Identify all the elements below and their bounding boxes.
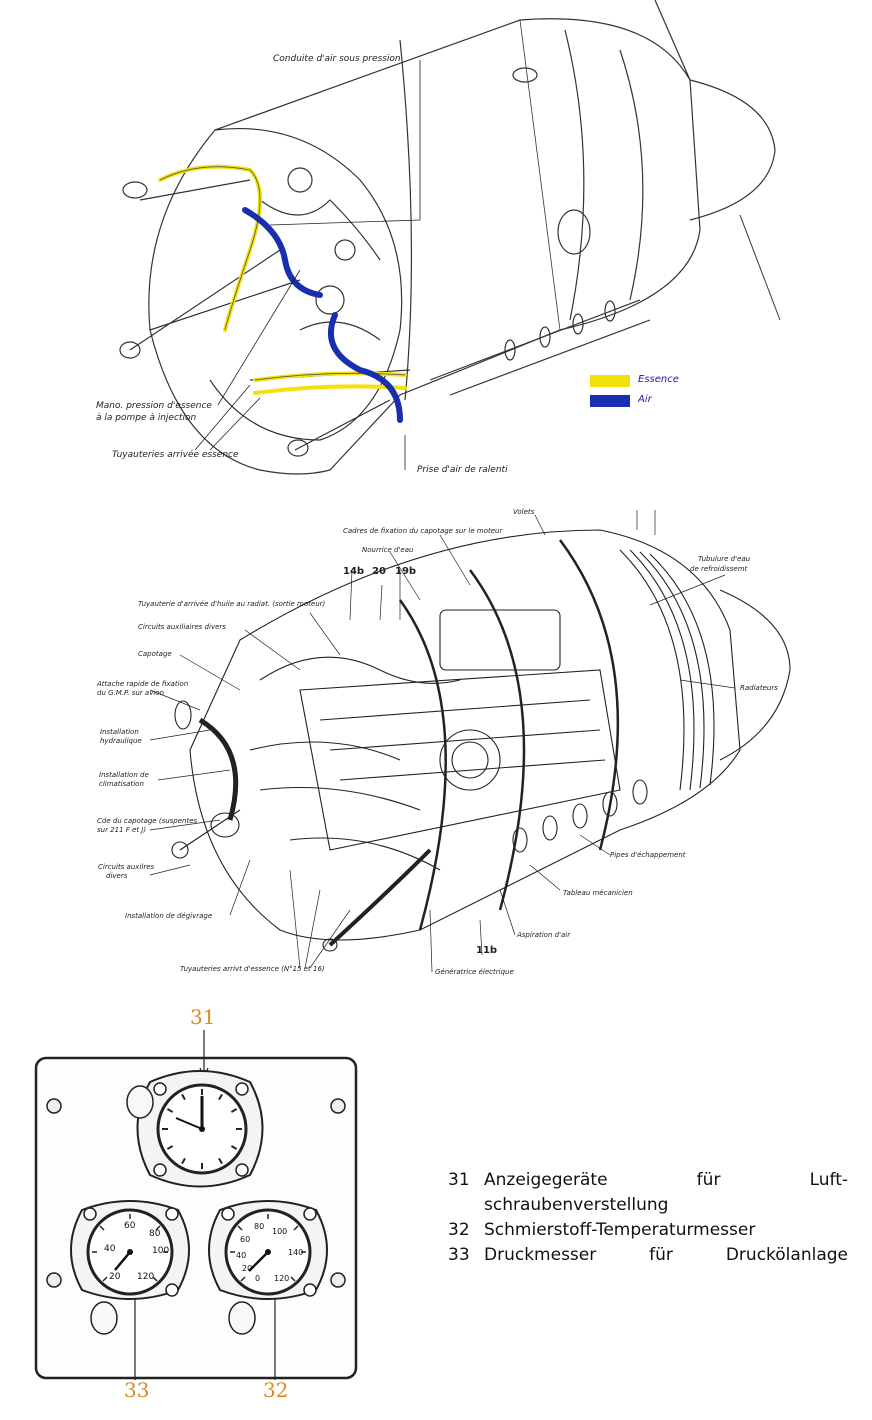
label-tubulure: Tubulure d'eau [698, 555, 751, 563]
callout-31: 31 [190, 1005, 216, 1029]
label-pipes: Pipes d'échappement [610, 851, 686, 859]
pressure-scale-80: 80 [254, 1222, 265, 1231]
pressure-scale-100: 100 [272, 1227, 288, 1236]
label-aspiration: Aspiration d'air [517, 931, 571, 939]
label-tuyauterie-huile: Tuyauterie d'arrivée d'huile au radiat. … [138, 600, 326, 608]
label-installation-clim-2: climatisation [99, 780, 144, 788]
label-cadres: Cadres de fixation du capotage sur le mo… [343, 527, 503, 535]
temp-scale-100: 100 [152, 1246, 170, 1256]
label-radiateurs: Radiateurs [740, 684, 778, 692]
label-cde-capotage: Cde du capotage (suspentes [97, 817, 198, 825]
german-legend-list: 31 Anzeigegeräte für Luft- schraubenvers… [448, 1168, 848, 1268]
temp-scale-40: 40 [104, 1244, 116, 1254]
pressure-scale-140: 140 [288, 1248, 304, 1257]
legend-swatch-air [590, 395, 630, 407]
label-tuyauteries-arrivee: Tuyauteries arrivée essence [112, 450, 239, 460]
label-installation-hydr: Installation [100, 728, 139, 736]
middle-engine-drawing [149, 510, 791, 973]
label-number-14b: 14b [343, 566, 365, 577]
gauge-panel-drawing [34, 1030, 358, 1380]
callout-33: 33 [124, 1378, 150, 1402]
list-item: 32 Schmierstoff-Temperaturmesser [448, 1218, 848, 1243]
pressure-scale-60: 60 [240, 1235, 251, 1244]
legend-label-essence: Essence [638, 374, 679, 385]
pressure-scale-20: 20 [242, 1264, 253, 1273]
label-tuyauteries-arr: Tuyauteries arrivt d'essence (N°15 et 16… [180, 965, 325, 973]
gauge-32-pressure [208, 1200, 328, 1335]
list-item-number: 32 [448, 1220, 470, 1240]
label-circuits-aux-2b: divers [106, 872, 128, 880]
list-item-text: Schmierstoff-Temperaturmesser [484, 1220, 756, 1240]
label-cde-capotage-2: sur 211 F et J) [97, 826, 147, 834]
label-conduite-air: Conduite d'air sous pression [273, 54, 401, 64]
gauge-31-clock [126, 1070, 264, 1188]
label-number-20: 20 [372, 566, 386, 577]
label-mano-pression: Mano. pression d'essence [96, 401, 212, 411]
pressure-scale-40: 40 [236, 1251, 247, 1260]
label-attache-2: du G.M.P. sur avion [97, 689, 165, 697]
top-engine-drawing [119, 0, 781, 475]
label-installation-hydr-2: hydraulique [100, 737, 142, 745]
label-volets: Volets [513, 508, 535, 516]
label-number-11b: 11b [476, 945, 498, 956]
label-tubulure-2: de refroidissemt [690, 565, 748, 573]
temp-scale-120: 120 [137, 1272, 155, 1282]
list-item-number: 33 [448, 1245, 470, 1265]
list-item: 31 Anzeigegeräte für Luft- [448, 1168, 848, 1193]
legend-label-air: Air [638, 394, 652, 405]
list-item-continuation: schraubenverstellung [484, 1195, 669, 1215]
list-item: 33 Druckmesser für Druckölanlage [448, 1243, 848, 1268]
label-prise-air: Prise d'air de ralenti [417, 465, 508, 475]
list-item-text: Druckmesser für Druckölanlage [484, 1245, 848, 1265]
list-item-number: 31 [448, 1170, 470, 1190]
pressure-scale-0: 0 [255, 1274, 261, 1283]
temp-scale-60: 60 [124, 1221, 136, 1231]
temp-scale-20: 20 [109, 1272, 121, 1282]
label-generatrice: Génératrice électrique [435, 968, 514, 976]
gauge-33-temperature [70, 1200, 190, 1335]
label-capotage: Capotage [138, 650, 172, 658]
label-nourrice: Nourrice d'eau [362, 546, 414, 554]
list-item-text: Anzeigegeräte für Luft- [484, 1170, 848, 1190]
callout-32: 32 [263, 1378, 289, 1402]
label-degivrage: Installation de dégivrage [125, 912, 213, 920]
pressure-scale-120: 120 [274, 1274, 290, 1283]
label-circuits-aux-2: Circuits auxilres [98, 863, 155, 871]
label-tableau: Tableau mécanicien [563, 889, 633, 897]
label-attache: Attache rapide de fixation [97, 680, 189, 688]
label-installation-clim: Installation de [99, 771, 149, 779]
temp-scale-80: 80 [149, 1229, 161, 1239]
label-circuits-aux: Circuits auxiliaires divers [138, 623, 226, 631]
label-mano-pression-2: à la pompe à injection [96, 413, 197, 423]
legend-swatch-essence [590, 375, 630, 387]
label-number-19b: 19b [395, 566, 417, 577]
